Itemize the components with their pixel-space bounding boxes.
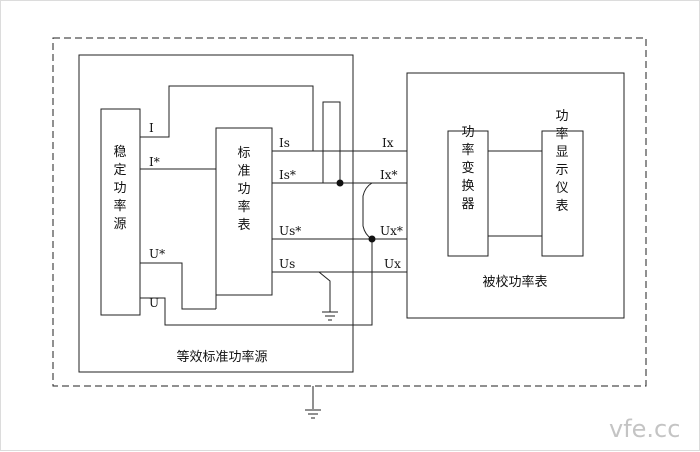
vertical-label-char: 示 (555, 163, 568, 178)
display-box (541, 130, 584, 257)
wire-U-star (140, 262, 216, 310)
converter-box (447, 130, 489, 257)
terminal-Is-star-label: Is* (279, 168, 296, 182)
wire-U (140, 239, 373, 326)
equivalent-source-box (78, 54, 354, 373)
vertical-label-char: 率 (237, 199, 250, 215)
standard-meter-box (215, 127, 273, 296)
vertical-label-char: 功 (113, 181, 126, 196)
vertical-label-char: 标 (237, 146, 250, 161)
internal-ground-lead (318, 271, 331, 312)
meter-under-test-label: 被校功率表 (482, 274, 547, 290)
vertical-label-char: 仪 (555, 181, 568, 196)
vertical-label-char: 定 (113, 163, 126, 178)
equivalent-source-label: 等效标准功率源 (176, 349, 267, 365)
terminal-I-label: I (149, 121, 154, 135)
vertical-label-char: 显 (555, 145, 568, 160)
terminal-Ix-label: Ix (382, 136, 394, 150)
stable-source-box (100, 108, 141, 316)
terminal-Us-label: Us (279, 257, 295, 271)
junction-Ux-star (368, 235, 376, 243)
vertical-label-char: 换 (461, 179, 474, 194)
terminal-Ux-label: Ux (384, 257, 401, 271)
vertical-label-char: 表 (555, 199, 568, 214)
junction-Ix-star (336, 179, 344, 187)
vertical-label-char: 率 (461, 142, 474, 158)
terminal-Ux-star-label: Ux* (380, 224, 403, 238)
vertical-label-char: 功 (461, 125, 474, 140)
meter-under-test-box (406, 72, 625, 319)
vertical-label-char: 稳 (113, 144, 126, 160)
terminal-U-star-label: U* (149, 247, 165, 261)
terminal-Is-label: Is (279, 136, 290, 150)
outer-dashed-boundary (52, 37, 647, 387)
terminal-U-label: U (149, 296, 159, 310)
terminal-Us-star-label: Us* (279, 224, 301, 238)
vertical-label-char: 功 (237, 182, 250, 197)
vertical-label-char: 变 (461, 160, 474, 176)
node-crossover-link (362, 182, 373, 240)
vertical-label-char: 功 (555, 109, 568, 124)
watermark: vfe.cc (609, 415, 680, 443)
vertical-label-char: 器 (461, 197, 474, 212)
vertical-label-char: 率 (113, 198, 126, 214)
vertical-label-char: 准 (237, 164, 250, 179)
terminal-Ix-star-label: Ix* (380, 168, 398, 182)
vertical-label-char: 源 (113, 217, 126, 232)
terminal-I-star-label: I* (149, 155, 160, 169)
wire-I (140, 85, 407, 152)
vertical-label-char: 率 (555, 126, 568, 142)
vertical-label-char: 表 (237, 218, 250, 233)
